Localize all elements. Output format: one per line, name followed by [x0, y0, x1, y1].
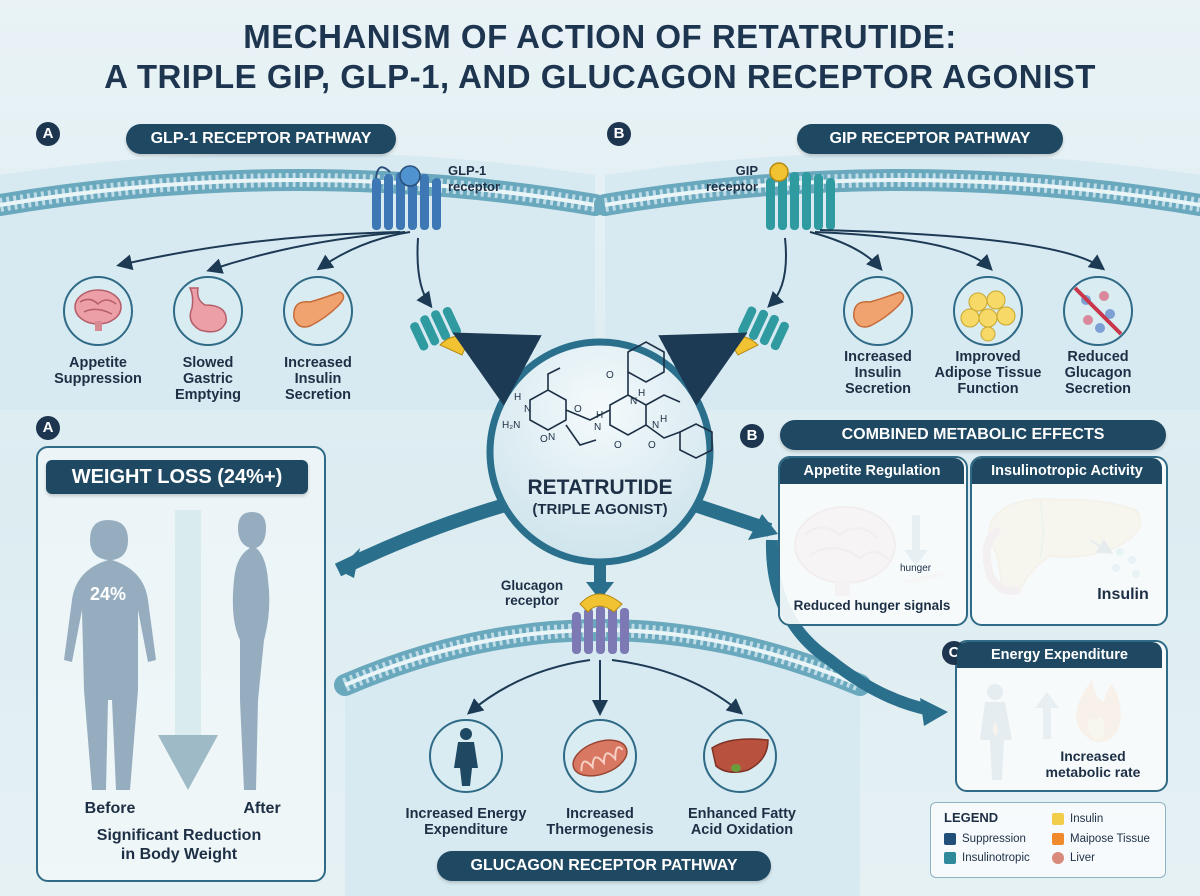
page-title-line2: A TRIPLE GIP, GLP-1, AND GLUCAGON RECEPT… — [104, 58, 1096, 95]
legend-label-adipose: Maipose Tissue — [1070, 833, 1150, 845]
gip-header: GIP RECEPTOR PATHWAY — [797, 124, 1063, 154]
chem-label-n2: N — [548, 432, 556, 443]
chem-label-n4: N — [630, 396, 638, 407]
pancreas-icon-gip — [843, 276, 913, 346]
chem-label-h2n: H₂N — [502, 420, 521, 431]
chem-label-n1: N — [524, 404, 532, 415]
chem-label-h4: H — [638, 388, 646, 399]
mitochondria-icon — [563, 719, 637, 793]
legend-swatch-insulin — [1052, 813, 1064, 825]
chem-label-h3: H — [596, 410, 604, 421]
retatrutide-name: RETATRUTIDE — [527, 476, 673, 499]
brain-icon — [63, 276, 133, 346]
insulinotropic-title: Insulinotropic Activity — [972, 458, 1162, 484]
adipose-tissue-icon — [953, 276, 1023, 346]
retatrutide-subtitle: (TRIPLE AGONIST) — [532, 501, 668, 518]
human-body-icon — [429, 719, 503, 793]
page-title-line1: MECHANISM OF ACTION OF RETATRUTIDE: — [243, 18, 957, 55]
glucagon-header: GLUCAGON RECEPTOR PATHWAY — [437, 851, 771, 881]
weight-loss-panel — [36, 446, 326, 882]
pancreas-icon — [283, 276, 353, 346]
appetite-title: Appetite Regulation — [780, 458, 964, 484]
legend-swatch-adipose — [1052, 833, 1064, 845]
glp1-receptor-icon — [372, 165, 441, 230]
combined-badge: B — [740, 424, 764, 448]
arrow-to-energy — [765, 539, 932, 716]
glp1-header: GLP-1 RECEPTOR PATHWAY — [126, 124, 396, 154]
stomach-icon — [173, 276, 243, 346]
chem-label-h5: H — [660, 414, 668, 425]
legend-label-insulin: Insulin — [1070, 813, 1104, 825]
chem-label-o5: O — [648, 440, 656, 451]
insulin-caption: Insulin — [1097, 586, 1149, 603]
combined-header: COMBINED METABOLIC EFFECTS — [780, 420, 1166, 450]
glp1-receptor-label-2: receptor — [448, 179, 501, 194]
legend-panel — [930, 802, 1166, 878]
appetite-caption: Reduced hunger signals — [793, 598, 951, 613]
retatrutide-structure-icon — [529, 341, 713, 459]
before-label: Before — [84, 800, 136, 817]
reduced-glucagon-icon — [1063, 276, 1133, 346]
liver-icon — [703, 719, 777, 793]
chem-label-h1: H — [514, 392, 522, 403]
gip-membrane — [594, 169, 1200, 216]
appetite-panel — [778, 456, 968, 626]
weight-badge: A — [36, 416, 60, 440]
weight-percent-label: 24% — [89, 584, 127, 604]
legend-label-insulinotropic: Insulinotropic — [962, 852, 1030, 864]
legend-swatch-insulinotropic — [944, 852, 956, 864]
chem-label-o2: O — [540, 434, 548, 445]
glucagon-receptor-icon — [572, 593, 629, 654]
retatrutide-circle — [486, 338, 714, 566]
after-label: After — [243, 800, 281, 817]
weight-header: WEIGHT LOSS (24%+) — [46, 460, 308, 494]
glp1-receptor-label-1: GLP-1 — [448, 163, 487, 178]
legend-swatch-liver — [1052, 852, 1064, 864]
gip-receptor-icon — [766, 162, 835, 230]
arrow-to-weight-loss — [334, 498, 507, 577]
chem-label-o4: O — [606, 370, 614, 381]
gip-receptor-label-1: GIP — [735, 163, 758, 178]
legend-label-suppression: Suppression — [962, 833, 1026, 845]
chem-label-o3: O — [614, 440, 622, 451]
gip-receptor-label-2: receptor — [705, 179, 758, 194]
hunger-label: hunger — [900, 563, 932, 574]
legend-swatch-suppression — [944, 833, 956, 845]
chem-label-n3: N — [594, 422, 602, 433]
gip-badge: B — [607, 122, 631, 146]
legend-label-liver: Liver — [1070, 852, 1095, 864]
glp1-badge: A — [36, 122, 60, 146]
chem-label-o1: O — [574, 404, 582, 415]
energy-header: Energy Expenditure — [957, 642, 1162, 668]
legend-title: LEGEND — [944, 810, 999, 825]
chem-label-n5: N — [652, 420, 660, 431]
glp1-membrane — [0, 169, 606, 216]
insulinotropic-panel — [970, 456, 1168, 626]
